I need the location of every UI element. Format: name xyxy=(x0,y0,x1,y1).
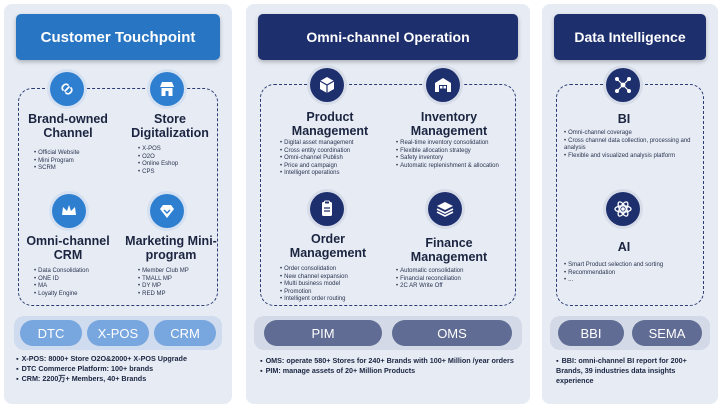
store-digitalization-list: X-POS O2O Online Eshop CPS xyxy=(138,146,178,176)
list-item: OMS: operate 580+ Stores for 240+ Brands… xyxy=(260,356,518,366)
clipboard-icon xyxy=(310,192,344,226)
crm-title: Omni-channel CRM xyxy=(26,234,110,262)
ai-list: Smart Product selection and sorting Reco… xyxy=(564,262,698,285)
marketing-title: Marketing Mini-program xyxy=(125,234,217,262)
network-icon xyxy=(606,68,640,102)
list-item: Omni-channel coverage xyxy=(564,130,698,138)
crm-list: Data Consolidation ONE ID MA Loyalty Eng… xyxy=(34,268,89,298)
product-list: Digital asset management Cross entity co… xyxy=(280,140,353,178)
list-item: CPS xyxy=(138,169,178,177)
finance-management-title: Finance Management xyxy=(410,236,488,264)
bi-title: BI xyxy=(617,112,631,126)
oms-pill: OMS xyxy=(392,320,512,346)
cube-icon xyxy=(310,68,344,102)
ai-title: AI xyxy=(617,240,631,254)
omni-pill-bar: PIM OMS xyxy=(254,316,522,350)
layers-icon xyxy=(428,192,462,226)
list-item: Financial reconciliation xyxy=(396,276,463,284)
list-item: Flexible allocation strategy xyxy=(396,148,504,156)
data-notes: BBI: omni-channel BI report for 200+ Bra… xyxy=(556,356,708,386)
list-item: Member Club MP xyxy=(138,268,189,276)
store-digitalization-title: Store Digitalization xyxy=(131,112,209,140)
list-item: O2O xyxy=(138,154,178,162)
list-item: Digital asset management xyxy=(280,140,353,148)
data-pill-bar: BBI SEMA xyxy=(550,316,710,350)
finance-list: Automatic consolidation Financial reconc… xyxy=(396,268,463,291)
list-item: Price and campaign xyxy=(280,163,353,171)
list-item: New channel expansion xyxy=(280,274,348,282)
list-item: PIM: manage assets of 20+ Million Produc… xyxy=(260,366,518,376)
omni-channel-panel: Omni-channel Operation Product Managemen… xyxy=(246,4,530,404)
list-item: Intelligent operations xyxy=(280,170,353,178)
list-item: Cross channel data collection, processin… xyxy=(564,138,698,153)
customer-dashed-frame xyxy=(18,88,218,306)
dtc-pill: DTC xyxy=(20,320,82,346)
list-item: Multi business model xyxy=(280,281,348,289)
list-item: ONE ID xyxy=(34,276,89,284)
list-item: Promotion xyxy=(280,289,348,297)
customer-notes: X-POS: 8000+ Store O2O&2000+ X-POS Upgra… xyxy=(16,354,228,384)
list-item: Automatic consolidation xyxy=(396,268,463,276)
omni-dashed-frame xyxy=(260,84,516,306)
list-item: Order consolidation xyxy=(280,266,348,274)
list-item: Mini Program xyxy=(34,158,80,166)
list-item: Recommendation xyxy=(564,270,698,278)
list-item: X-POS: 8000+ Store O2O&2000+ X-POS Upgra… xyxy=(16,354,228,364)
brand-channel-list: Official Website Mini Program SCRM xyxy=(34,150,80,173)
list-item: Omni-channel Publish xyxy=(280,155,353,163)
heart-diamond-icon xyxy=(150,194,184,228)
data-intelligence-panel: Data Intelligence BI Omni-channel covera… xyxy=(542,4,718,404)
storefront-icon xyxy=(150,72,184,106)
bbi-pill: BBI xyxy=(558,320,624,346)
sema-pill: SEMA xyxy=(632,320,702,346)
customer-touchpoint-panel: Customer Touchpoint Brand-owned Channel … xyxy=(4,4,232,404)
xpos-pill: X-POS xyxy=(87,320,149,346)
omni-channel-header: Omni-channel Operation xyxy=(258,14,518,60)
marketing-list: Member Club MP TMALL MP DY MP RED MP xyxy=(138,268,189,298)
list-item: Online Eshop xyxy=(138,161,178,169)
pim-pill: PIM xyxy=(264,320,382,346)
list-item: ... xyxy=(564,277,698,285)
warehouse-icon xyxy=(426,68,460,102)
brand-channel-title: Brand-owned Channel xyxy=(28,112,108,140)
list-item: Data Consolidation xyxy=(34,268,89,276)
bi-list: Omni-channel coverage Cross channel data… xyxy=(564,130,698,160)
list-item: CRM: 2200万+ Members, 40+ Brands xyxy=(16,374,228,384)
list-item: Safety inventory xyxy=(396,155,504,163)
list-item: DY MP xyxy=(138,283,189,291)
crm-pill: CRM xyxy=(154,320,216,346)
list-item: BBI: omni-channel BI report for 200+ Bra… xyxy=(556,356,708,386)
data-intelligence-header: Data Intelligence xyxy=(554,14,706,60)
list-item: 2C AR Write Off xyxy=(396,283,463,291)
list-item: TMALL MP xyxy=(138,276,189,284)
list-item: Intelligent order routing xyxy=(280,296,348,304)
inventory-list: Real-time inventory consolidation Flexib… xyxy=(396,140,504,170)
list-item: DTC Commerce Platform: 100+ brands xyxy=(16,364,228,374)
list-item: RED MP xyxy=(138,291,189,299)
order-list: Order consolidation New channel expansio… xyxy=(280,266,348,304)
list-item: Real-time inventory consolidation xyxy=(396,140,504,148)
atom-icon xyxy=(606,192,640,226)
inventory-management-title: Inventory Management xyxy=(410,110,488,138)
list-item: X-POS xyxy=(138,146,178,154)
customer-pill-bar: DTC X-POS CRM xyxy=(14,316,222,350)
list-item: Official Website xyxy=(34,150,79,158)
list-item: Loyalty Engine xyxy=(34,291,89,299)
customer-touchpoint-header: Customer Touchpoint xyxy=(16,14,220,60)
list-item: MA xyxy=(34,283,89,291)
order-management-title: Order Management xyxy=(289,232,367,260)
list-item: Flexible and visualized analysis platfor… xyxy=(564,153,698,161)
product-management-title: Product Management xyxy=(291,110,369,138)
list-item: SCRM xyxy=(34,165,80,173)
list-item: Cross entity coordination xyxy=(280,148,353,156)
link-icon xyxy=(50,72,84,106)
omni-notes: OMS: operate 580+ Stores for 240+ Brands… xyxy=(260,356,518,376)
list-item: Automatic replenishment & allocation xyxy=(396,163,504,171)
list-item: Smart Product selection and sorting xyxy=(564,262,698,270)
crown-icon xyxy=(52,194,86,228)
